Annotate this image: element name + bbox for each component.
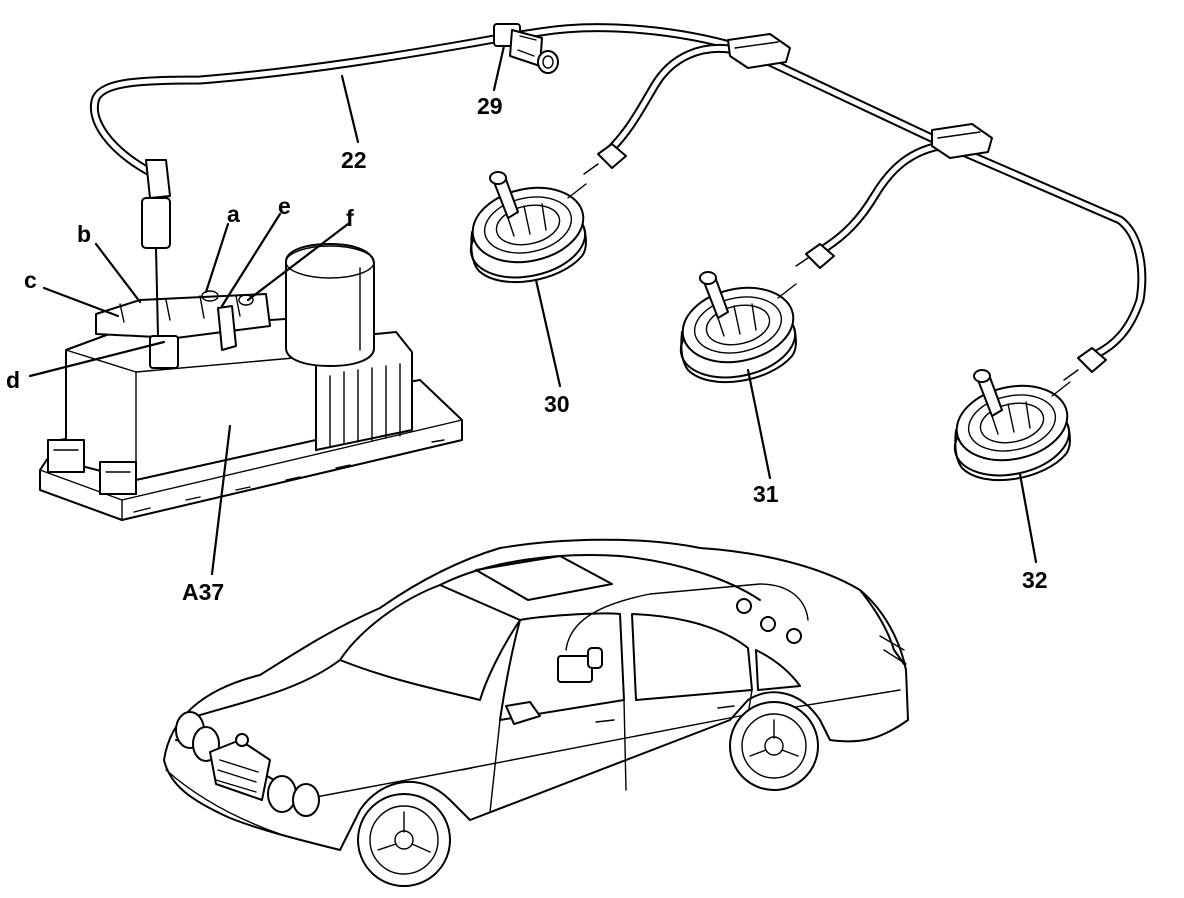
vacuum-pump-a37 [39,243,463,521]
label-a: a [227,201,240,227]
label-a37: A37 [182,579,224,605]
label-e: e [278,193,291,219]
hose-end-fittings [583,143,1107,381]
label-c: c [24,267,37,293]
label-31: 31 [753,481,779,507]
label-d: d [6,367,20,393]
label-29: 29 [477,93,503,119]
sedan-car [163,538,909,887]
label-b: b [77,221,91,247]
label-30: 30 [544,391,570,417]
callout-labels: 22 29 30 31 32 A37 a b c d e f [6,93,1048,605]
vacuum-actuator-30 [469,171,587,283]
leader-lines [28,44,1038,576]
pump-hose-stub [141,159,171,337]
label-f: f [346,205,354,231]
vacuum-actuator-32 [953,369,1071,481]
vacuum-hose-harness [90,23,1147,360]
vacuum-actuator-31 [679,271,797,383]
label-22: 22 [341,147,367,173]
hose-connector-29 [493,23,559,74]
label-32: 32 [1022,567,1048,593]
